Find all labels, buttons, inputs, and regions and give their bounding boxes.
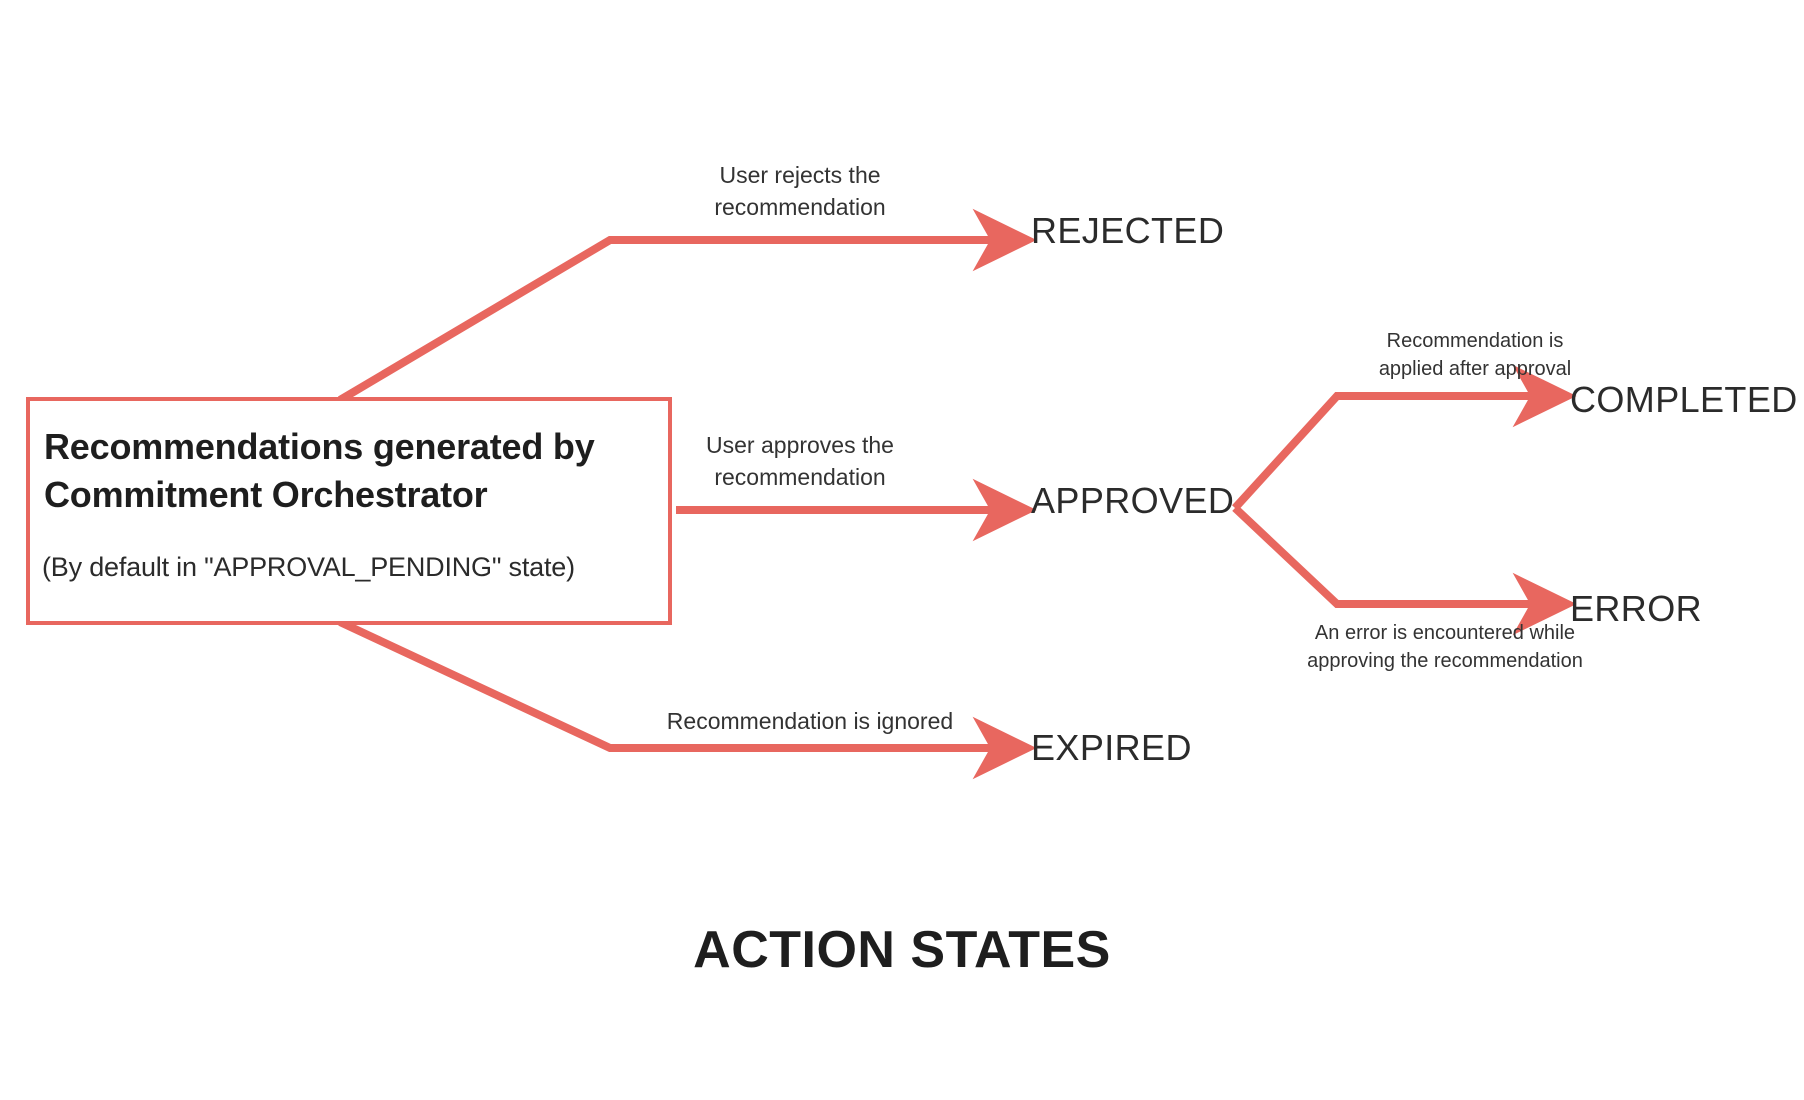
source-node: Recommendations generated by Commitment …: [26, 397, 672, 625]
edge-label-completed: Recommendation is applied after approval: [1378, 330, 1572, 380]
state-node-error: ERROR: [1570, 588, 1703, 629]
state-node-expired: EXPIRED: [1031, 727, 1192, 768]
state-node-rejected: REJECTED: [1031, 210, 1225, 251]
source-node-subtitle: (By default in "APPROVAL_PENDING" state): [42, 552, 575, 582]
edge-approved-to-completed: [1232, 364, 1577, 511]
edge-label-error: An error is encountered while approving …: [1307, 622, 1583, 672]
edge-label-approve: User approves the recommendation: [706, 432, 894, 490]
edge-approved-to-error: [1232, 505, 1577, 636]
edge-label-expire: Recommendation is ignored: [666, 708, 954, 734]
state-node-approved: APPROVED: [1031, 480, 1235, 521]
edge-source-to-rejected: [337, 208, 1037, 404]
source-node-title: Recommendations generated by Commitment …: [44, 426, 595, 516]
edge-source-to-expired: [338, 618, 1037, 780]
edge-label-reject: User rejects the recommendation: [714, 162, 886, 220]
state-node-completed: COMPLETED: [1570, 379, 1798, 420]
diagram-title: ACTION STATES: [693, 921, 1111, 979]
